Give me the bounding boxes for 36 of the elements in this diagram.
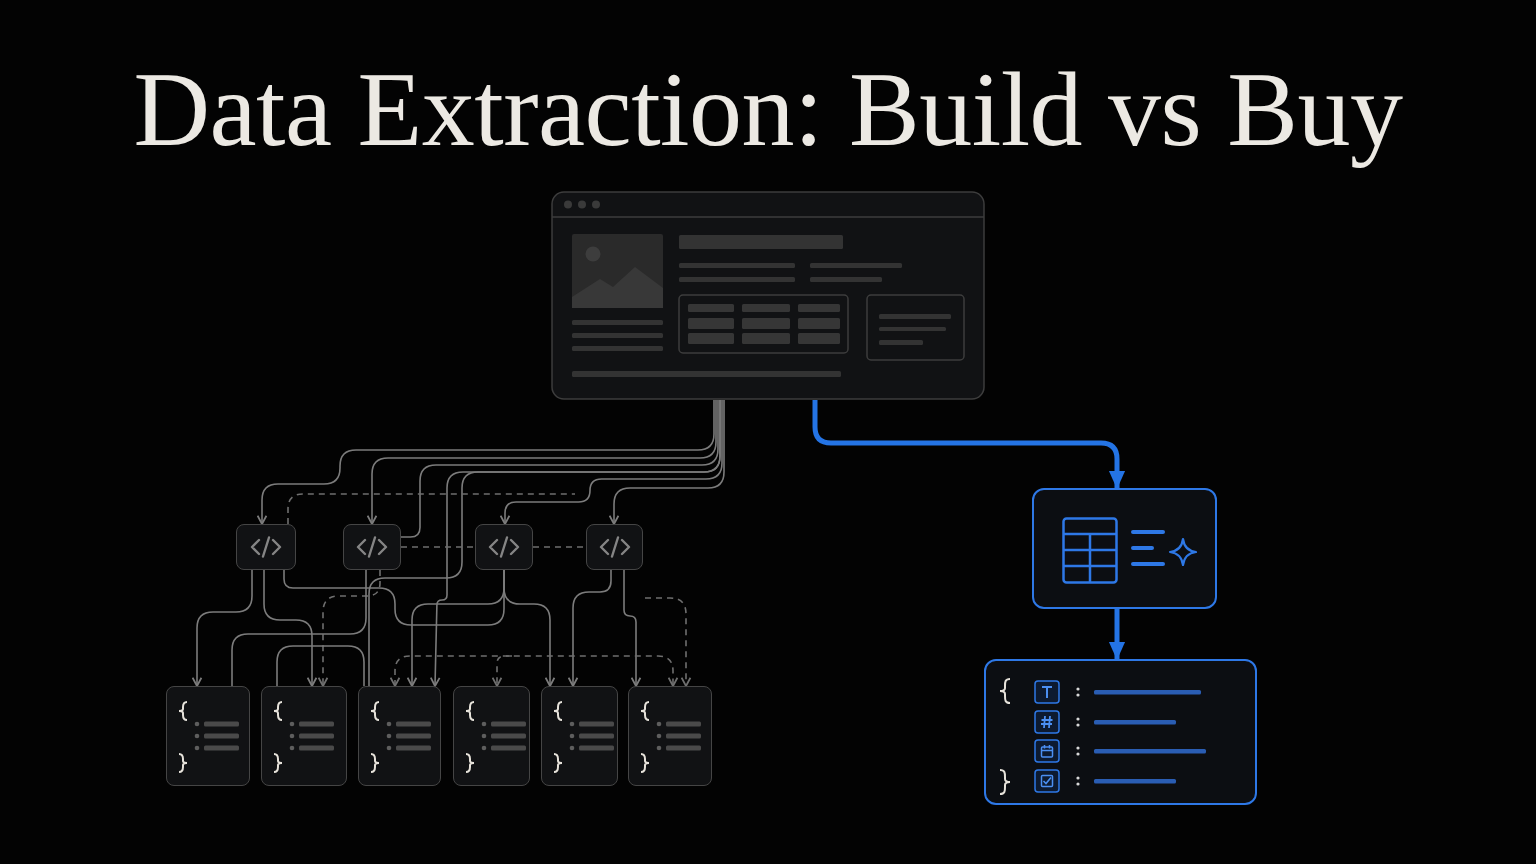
- arrow: [366, 399, 717, 525]
- json-document-card: [628, 686, 712, 786]
- dashed-arrow: [491, 655, 513, 687]
- connector-line: [368, 399, 721, 687]
- code-node: [475, 524, 533, 570]
- code-node: [343, 524, 401, 570]
- thick-arrow: [1108, 609, 1126, 660]
- arrow: [567, 569, 612, 687]
- dashed-connector-line: [287, 493, 576, 525]
- webpage-illustration: [551, 191, 985, 400]
- json-document-card: [453, 686, 530, 786]
- json-document-card: [541, 686, 618, 786]
- arrow: [256, 399, 715, 525]
- arrow: [263, 569, 318, 687]
- arrow: [499, 399, 723, 525]
- json-document-card: [166, 686, 250, 786]
- dashed-double-arrow: [389, 655, 679, 687]
- arrow: [191, 569, 253, 687]
- connector-line: [231, 569, 367, 687]
- extraction-node: [1032, 488, 1217, 609]
- title: Data Extraction: Build vs Buy: [133, 50, 1403, 170]
- dashed-arrow: [317, 569, 381, 687]
- connector-line: [400, 399, 719, 538]
- arrow: [608, 399, 725, 525]
- dashed-connector-line: [400, 546, 476, 548]
- connector-line: [276, 645, 365, 687]
- connector-line: [283, 569, 505, 626]
- json-document-card: [358, 686, 441, 786]
- thick-arrow: [812, 400, 1126, 489]
- dashed-arrow: [644, 597, 692, 687]
- code-node: [236, 524, 296, 570]
- arrow: [623, 569, 642, 687]
- structured-output-card: [984, 659, 1257, 805]
- code-node: [586, 524, 643, 570]
- json-document-card: [261, 686, 347, 786]
- arrow: [503, 569, 556, 687]
